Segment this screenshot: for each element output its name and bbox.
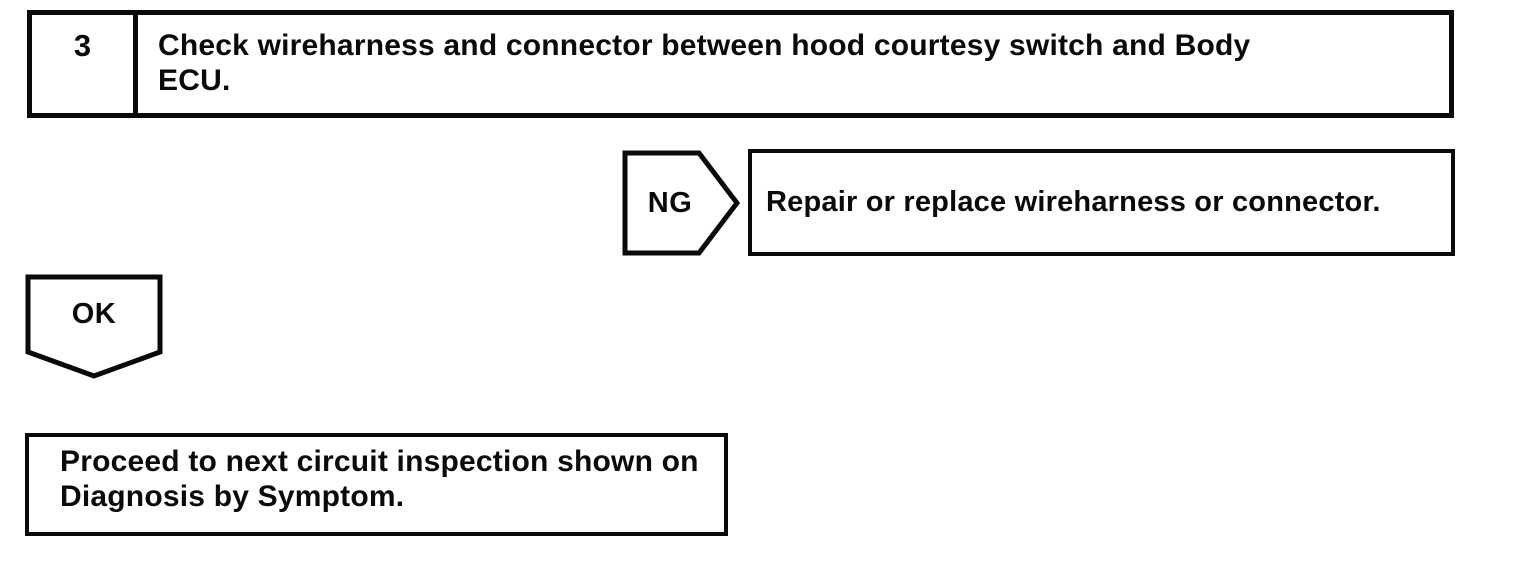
ng-result-text: Repair or replace wireharness or connect…: [766, 186, 1381, 218]
ok-label: OK: [71, 298, 117, 330]
step-instruction-line-1: Check wireharness and connector between …: [158, 29, 1251, 62]
ok-connector: OK: [25, 274, 163, 379]
ok-result-line-1: Proceed to next circuit inspection shown…: [60, 445, 699, 478]
ng-label: NG: [647, 186, 693, 219]
ng-pentagon-icon: [622, 150, 740, 256]
ng-connector: NG: [622, 150, 740, 256]
ok-result-line-2: Diagnosis by Symptom.: [60, 480, 405, 513]
step-number: 3: [32, 15, 138, 113]
ok-pentagon-icon: [25, 274, 163, 379]
step-box: 3 Check wireharness and connector betwee…: [27, 10, 1454, 118]
step-instruction-line-2: ECU.: [158, 64, 231, 97]
step-instruction: Check wireharness and connector between …: [138, 15, 1449, 113]
ng-result-box: Repair or replace wireharness or connect…: [748, 149, 1455, 256]
ok-result-box: Proceed to next circuit inspection shown…: [25, 433, 728, 536]
